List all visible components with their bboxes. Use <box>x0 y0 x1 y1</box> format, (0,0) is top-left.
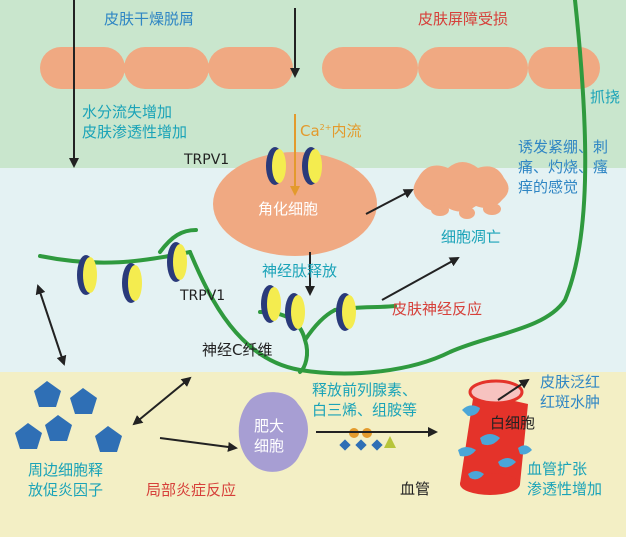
apoptotic-cell <box>413 162 509 219</box>
label-trpv1-top: TRPV1 <box>184 152 230 168</box>
label-flushing-1: 皮肤泛红 <box>540 373 601 391</box>
label-keratinocyte: 角化细胞 <box>258 200 319 218</box>
label-water-loss-1: 水分流失增加 <box>82 103 173 121</box>
calcium-charge: 2+ <box>319 123 332 132</box>
arrow-vessel-flushing <box>497 378 530 401</box>
calcium-influx-text: 内流 <box>331 122 362 140</box>
label-surrounding-1: 周边细胞释 <box>28 461 104 479</box>
label-sensation-1: 诱发紧绷、刺 <box>518 138 609 156</box>
label-skin-dryness: 皮肤干燥脱屑 <box>104 10 195 28</box>
arrow-fiber-pentagon <box>35 284 67 366</box>
arrow-apoptosis <box>381 257 460 301</box>
label-scratch: 抓挠 <box>590 88 621 106</box>
trpv1-channel-top <box>266 147 322 185</box>
label-sensation-3: 痒的感觉 <box>518 178 579 196</box>
label-flushing-2: 红斑水肿 <box>540 393 601 411</box>
corneocyte-5 <box>418 47 528 89</box>
label-skin-nerve-reaction: 皮肤神经反应 <box>392 300 483 318</box>
label-water-loss-2: 皮肤渗透性增加 <box>82 123 188 141</box>
label-calcium-influx: Ca2+内流 <box>300 118 361 141</box>
blood-vessel <box>458 379 532 495</box>
surrounding-cells <box>15 381 122 452</box>
arrow-pentagon-mast <box>132 376 192 426</box>
label-apoptosis: 细胞凋亡 <box>441 228 502 246</box>
label-release-1: 释放前列腺素、 <box>312 381 418 399</box>
label-mast-cell-2: 细胞 <box>254 437 285 455</box>
label-trpv1-bottom: TRPV1 <box>180 288 226 304</box>
label-release-2: 白三烯、组胺等 <box>312 401 418 419</box>
calcium-symbol: Ca <box>300 122 320 140</box>
corneocyte-1 <box>40 47 125 89</box>
label-barrier-damage: 皮肤屏障受损 <box>418 10 509 28</box>
label-neuropeptide: 神经肽释放 <box>262 262 338 280</box>
keratinocyte-cell <box>213 152 377 256</box>
arrow-to-sensation <box>365 189 414 215</box>
arrow-to-inflammation <box>159 437 238 452</box>
label-surrounding-2: 放促炎因子 <box>28 481 104 499</box>
label-mast-cell-1: 肥大 <box>254 417 285 435</box>
mast-cell <box>238 392 308 472</box>
label-vasodilation-2: 渗透性增加 <box>527 480 603 498</box>
corneocyte-2 <box>124 47 209 89</box>
label-c-fiber: 神经C纤维 <box>202 341 273 359</box>
corneocyte-6 <box>528 47 600 89</box>
label-leukocyte: 白细胞 <box>490 414 536 432</box>
label-vasodilation-1: 血管扩张 <box>527 460 588 478</box>
label-blood-vessel: 血管 <box>400 480 431 498</box>
trpv1-channels-fiber <box>77 242 356 331</box>
corneocyte-4 <box>322 47 418 89</box>
arrows <box>35 0 530 452</box>
corneocyte-3 <box>208 47 293 89</box>
label-local-inflammation: 局部炎症反应 <box>146 481 237 499</box>
label-sensation-2: 痛、灼烧、瘙 <box>518 158 609 176</box>
